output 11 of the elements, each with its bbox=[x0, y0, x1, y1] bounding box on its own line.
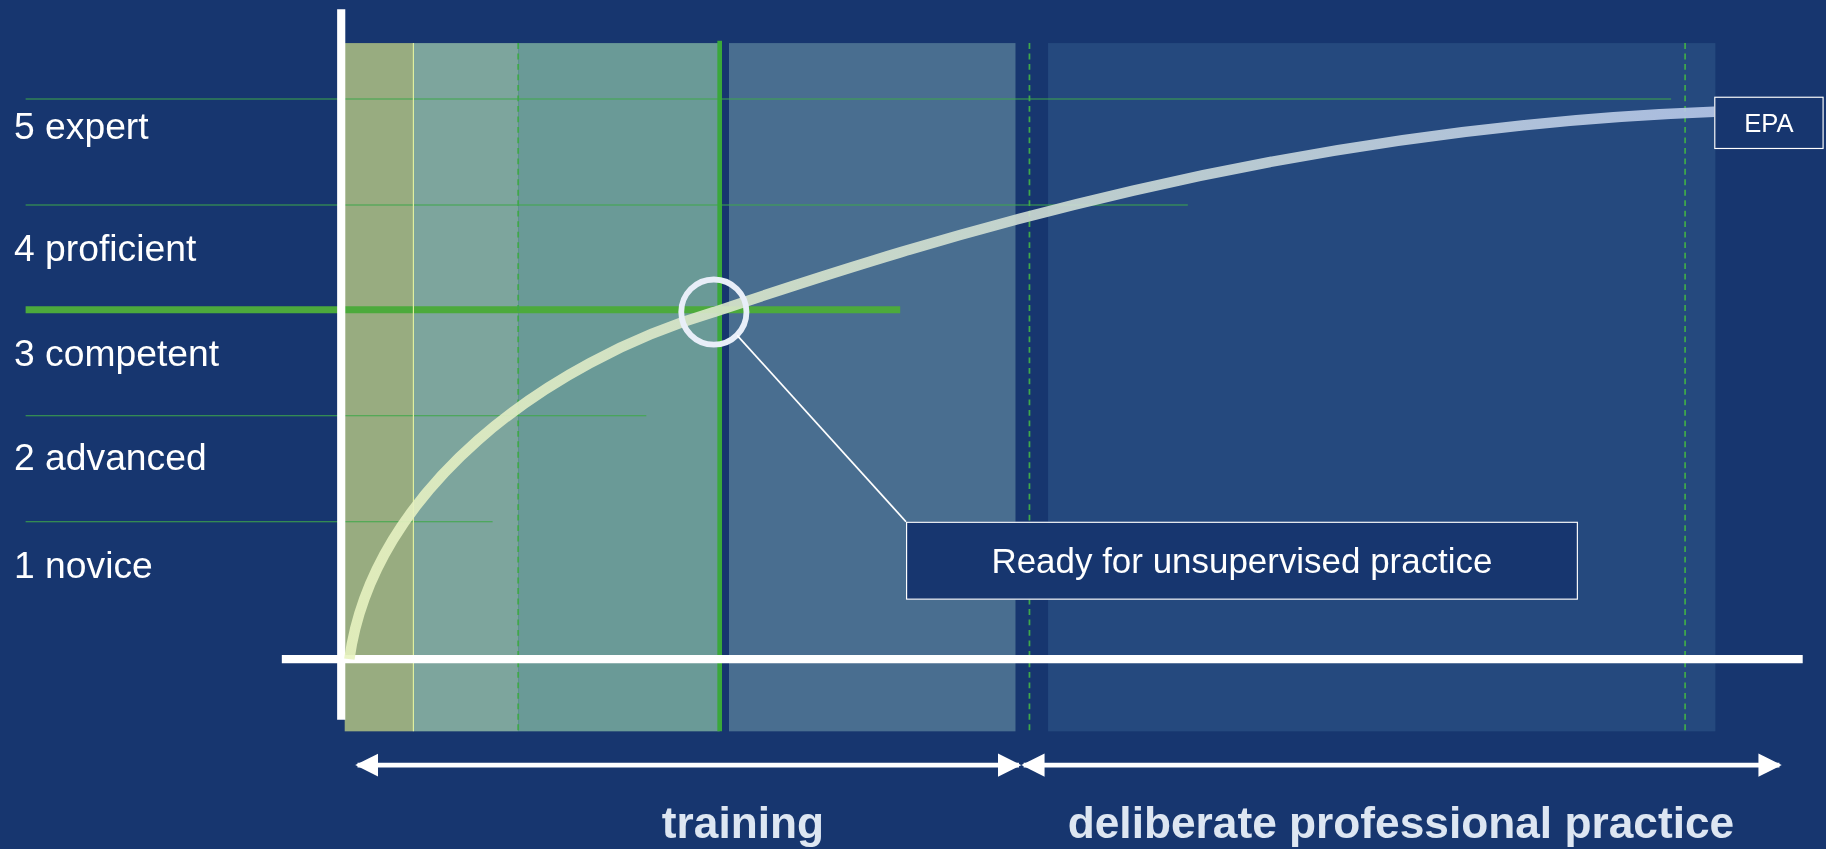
leader-line bbox=[736, 334, 907, 523]
callout-box: EPA bbox=[1714, 96, 1824, 150]
level-label: 4 proficient bbox=[13, 229, 197, 267]
callout-box: Ready for unsupervised practice bbox=[906, 521, 1578, 600]
phase-label: deliberate professional practice bbox=[1067, 801, 1735, 846]
level-label: 1 novice bbox=[13, 546, 153, 584]
marker-circle bbox=[678, 276, 750, 348]
level-label: 3 competent bbox=[13, 334, 220, 372]
level-label: 2 advanced bbox=[13, 439, 207, 477]
phase-label: training bbox=[661, 801, 825, 846]
level-label: 5 expert bbox=[13, 107, 149, 145]
